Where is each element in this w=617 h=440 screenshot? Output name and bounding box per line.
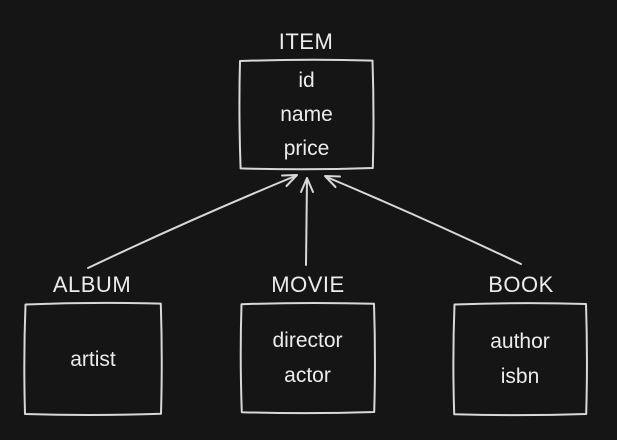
entity-label-book: BOOK xyxy=(488,272,554,297)
attribute-book-author: author xyxy=(490,330,550,353)
attribute-book-isbn: isbn xyxy=(500,365,540,388)
item-box xyxy=(238,58,375,171)
entity-attributes-item: id name price xyxy=(239,60,374,169)
book-box xyxy=(452,302,588,417)
entity-label-movie: MOVIE xyxy=(271,272,345,297)
arrow-album-to-item xyxy=(87,174,298,269)
attribute-movie-actor: actor xyxy=(284,364,331,387)
entity-attributes-movie: director actor xyxy=(240,303,375,413)
album-box xyxy=(23,301,163,416)
arrow-movie-to-item xyxy=(300,177,314,266)
entity-attributes-book: author isbn xyxy=(453,303,587,415)
arrow-book-to-item xyxy=(324,175,522,265)
entity-attributes-album: artist xyxy=(24,303,162,415)
attribute-item-id: id xyxy=(298,68,315,92)
attribute-album-artist: artist xyxy=(70,347,116,371)
attribute-movie-director: director xyxy=(272,329,343,352)
attribute-item-name: name xyxy=(280,102,333,126)
attribute-item-price: price xyxy=(283,136,330,160)
entity-label-album: ALBUM xyxy=(52,272,132,297)
movie-box xyxy=(239,301,376,415)
entity-label-item: ITEM xyxy=(278,29,334,54)
